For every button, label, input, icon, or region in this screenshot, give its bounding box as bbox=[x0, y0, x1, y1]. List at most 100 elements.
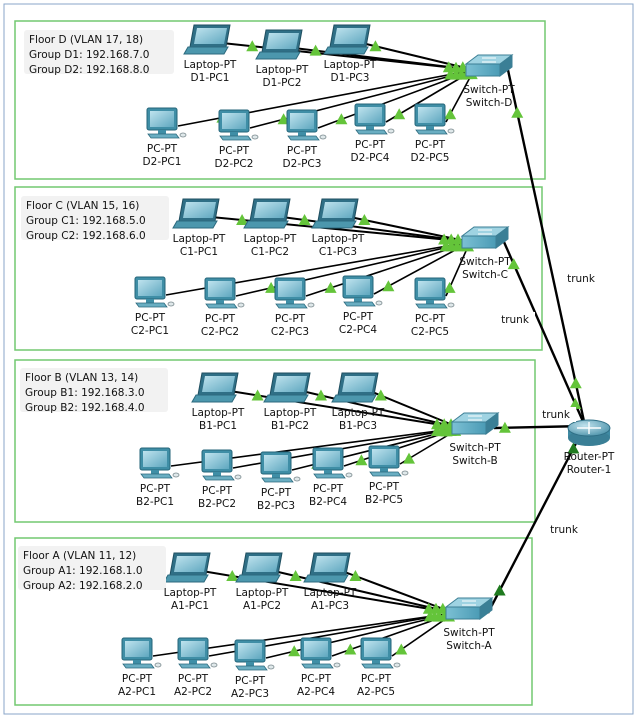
pc-icon[interactable] bbox=[204, 277, 245, 309]
switch-name-label: Switch-A bbox=[446, 640, 492, 652]
pc-icon[interactable] bbox=[286, 109, 327, 141]
pc-icon[interactable] bbox=[146, 107, 187, 139]
floor-note-line: Group D2: 192.168.8.0 bbox=[29, 64, 149, 76]
switch-icon[interactable] bbox=[464, 54, 514, 77]
link-up-marker bbox=[393, 108, 406, 120]
switch-icon[interactable] bbox=[450, 412, 500, 435]
laptop-type-label: Laptop-PT bbox=[244, 233, 297, 245]
laptop-type-label: Laptop-PT bbox=[332, 407, 385, 419]
floor-d-area bbox=[14, 20, 546, 180]
laptop-name-label: B1-PC3 bbox=[339, 420, 377, 432]
link-up-marker bbox=[382, 280, 395, 292]
link-up-marker bbox=[335, 113, 348, 125]
trunk-label-bg bbox=[495, 312, 535, 327]
laptop-name-label: C1-PC2 bbox=[251, 246, 289, 258]
pc-type-label: PC-PT bbox=[355, 139, 386, 151]
pc-icon[interactable] bbox=[121, 637, 162, 669]
laptop-icon[interactable] bbox=[303, 552, 351, 583]
link-up-marker bbox=[374, 389, 387, 401]
pc-name-label: D2-PC4 bbox=[351, 152, 390, 164]
pc-type-label: PC-PT bbox=[415, 313, 446, 325]
pc-type-label: PC-PT bbox=[140, 483, 171, 495]
pc-type-label: PC-PT bbox=[205, 313, 236, 325]
laptop-type-label: Laptop-PT bbox=[236, 587, 289, 599]
link-up-marker bbox=[507, 258, 520, 270]
floor-note-line: Group B2: 192.168.4.0 bbox=[25, 402, 145, 414]
link-up-marker bbox=[452, 233, 464, 245]
pc-icon[interactable] bbox=[368, 445, 409, 477]
laptop-icon[interactable] bbox=[163, 552, 211, 583]
pc-type-label: PC-PT bbox=[287, 145, 318, 157]
pc-type-label: PC-PT bbox=[361, 673, 392, 685]
laptop-type-label: Laptop-PT bbox=[264, 407, 317, 419]
floor-b-area bbox=[14, 359, 536, 523]
link-up-marker bbox=[246, 40, 259, 52]
laptop-name-label: D1-PC3 bbox=[331, 72, 370, 84]
link-up-marker bbox=[309, 44, 322, 56]
link-up-marker bbox=[349, 570, 362, 582]
laptop-icon[interactable] bbox=[191, 372, 239, 403]
pc-type-label: PC-PT bbox=[122, 673, 153, 685]
link-up-marker bbox=[288, 645, 301, 657]
pc-icon[interactable] bbox=[300, 637, 341, 669]
switch-icon[interactable] bbox=[460, 226, 510, 249]
floor-note-bg bbox=[21, 196, 169, 240]
pc-icon[interactable] bbox=[312, 447, 353, 479]
pc-type-label: PC-PT bbox=[202, 485, 233, 497]
link-up-marker bbox=[298, 214, 311, 225]
link-up-marker bbox=[403, 452, 415, 464]
pc-icon[interactable] bbox=[360, 637, 401, 669]
pc-icon[interactable] bbox=[354, 103, 395, 135]
link-up-marker bbox=[443, 281, 456, 293]
pc-name-label: C2-PC3 bbox=[271, 326, 309, 338]
laptop-icon[interactable] bbox=[172, 198, 220, 229]
laptop-icon[interactable] bbox=[255, 29, 303, 60]
switch-icon[interactable] bbox=[444, 597, 494, 620]
laptop-icon[interactable] bbox=[235, 552, 283, 583]
pc-type-label: PC-PT bbox=[275, 313, 306, 325]
link-up-marker bbox=[289, 570, 302, 582]
link-up-marker bbox=[569, 397, 582, 409]
floor-note-bg bbox=[24, 30, 174, 74]
pc-icon[interactable] bbox=[260, 451, 301, 483]
switch-type-label: Switch-PT bbox=[459, 256, 511, 268]
pc-icon[interactable] bbox=[139, 447, 180, 479]
laptop-name-label: A1-PC1 bbox=[171, 600, 209, 612]
link-up-marker bbox=[395, 643, 408, 655]
link-up-marker bbox=[324, 281, 337, 293]
pc-icon[interactable] bbox=[201, 449, 242, 481]
laptop-icon[interactable] bbox=[183, 24, 231, 55]
laptop-icon[interactable] bbox=[311, 198, 359, 229]
trunk-label: trunk bbox=[501, 314, 530, 326]
pc-icon[interactable] bbox=[134, 276, 175, 308]
link-up-marker bbox=[314, 389, 327, 401]
pc-icon[interactable] bbox=[177, 637, 218, 669]
link-up-marker bbox=[265, 281, 278, 293]
pc-icon[interactable] bbox=[274, 277, 315, 309]
pc-icon[interactable] bbox=[414, 103, 455, 135]
pc-icon[interactable] bbox=[342, 275, 383, 307]
laptop-type-label: Laptop-PT bbox=[173, 233, 226, 245]
trunk-label-bg bbox=[536, 407, 576, 422]
pc-icon[interactable] bbox=[414, 277, 455, 309]
laptop-type-label: Laptop-PT bbox=[164, 587, 217, 599]
pc-name-label: A2-PC5 bbox=[357, 686, 395, 698]
link-up-marker bbox=[251, 389, 264, 401]
switch-type-label: Switch-PT bbox=[463, 84, 515, 96]
pc-name-label: D2-PC5 bbox=[411, 152, 450, 164]
router-icon[interactable] bbox=[567, 419, 611, 446]
laptop-icon[interactable] bbox=[263, 372, 311, 403]
link-up-marker bbox=[444, 108, 457, 120]
pc-type-label: PC-PT bbox=[261, 487, 292, 499]
pc-icon[interactable] bbox=[234, 639, 275, 671]
laptop-icon[interactable] bbox=[323, 24, 371, 55]
floor-note-line: Group A1: 192.168.1.0 bbox=[23, 565, 143, 577]
laptop-icon[interactable] bbox=[331, 372, 379, 403]
laptop-icon[interactable] bbox=[243, 198, 291, 229]
link-up-marker bbox=[369, 40, 382, 52]
floor-note-line: Group B1: 192.168.3.0 bbox=[25, 387, 145, 399]
link-up-marker bbox=[236, 214, 249, 225]
trunk-label: trunk bbox=[550, 524, 579, 536]
pc-icon[interactable] bbox=[218, 109, 259, 141]
